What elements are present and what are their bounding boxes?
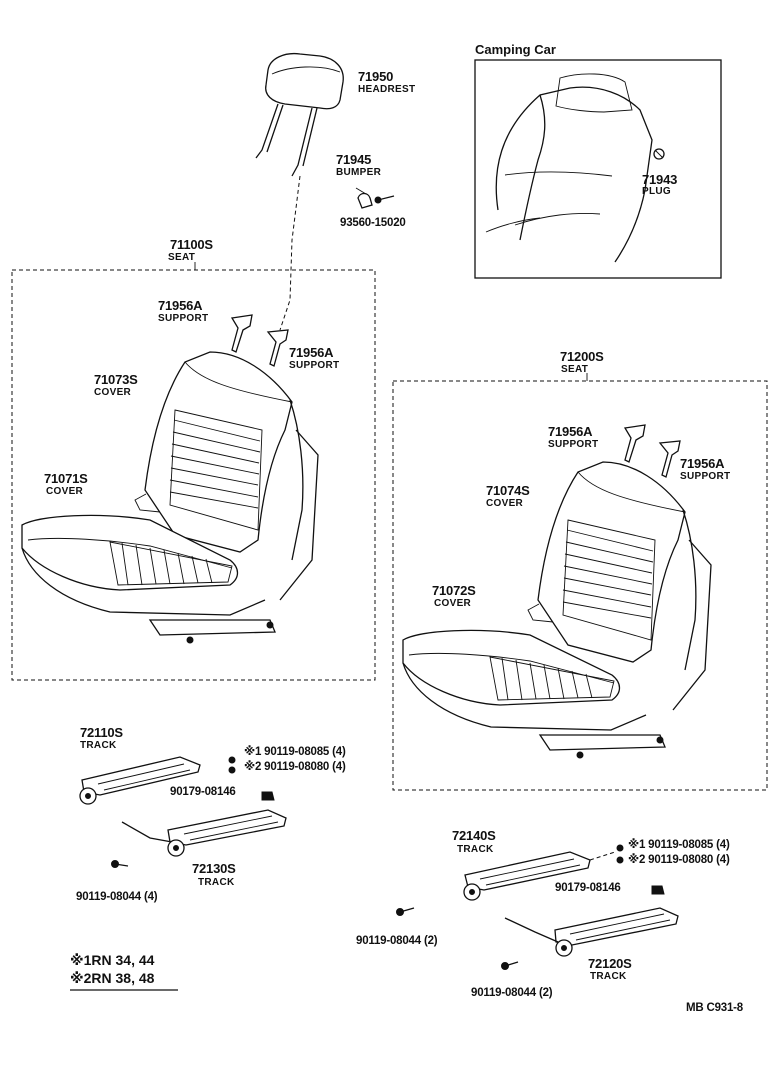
right-back-cover-name: COVER — [486, 498, 524, 509]
right-support-b-number: 71956A — [680, 456, 725, 471]
headrest-part-number: 71950 — [358, 69, 394, 84]
right-seat-number: 71200S — [560, 349, 604, 364]
left-seat-drawing — [21, 314, 319, 644]
right-nut: 90179-08146 — [555, 882, 621, 894]
right-bolt-3: 90119-08044 (2) — [356, 935, 438, 947]
left-bolt-3: 90119-08044 (4) — [76, 891, 158, 903]
bumper-part — [355, 187, 395, 209]
left-nut: 90179-08146 — [170, 786, 236, 798]
right-seat-box — [392, 373, 768, 791]
left-upper-track-number: 72110S — [80, 725, 123, 740]
note-2: ※2RN 38, 48 — [70, 970, 155, 986]
right-upper-track-number: 72140S — [452, 828, 496, 843]
right-upper-track-name: TRACK — [457, 844, 494, 855]
left-cushion-cover-name: COVER — [46, 486, 84, 497]
left-bolt-1: ※1 90119-08085 (4) — [244, 746, 346, 758]
right-bolt-1: ※1 90119-08085 (4) — [628, 839, 730, 851]
left-seat-number: 71100S — [170, 237, 213, 252]
plug-part-name: PLUG — [642, 186, 671, 197]
bumper-screw-number: 93560-15020 — [340, 217, 406, 229]
left-seat-box — [11, 262, 376, 681]
camping-car-inset — [474, 59, 722, 279]
left-support-a-number: 71956A — [158, 298, 203, 313]
right-support-a-number: 71956A — [548, 424, 593, 439]
left-support-a-name: SUPPORT — [158, 313, 209, 324]
right-track-drawing — [396, 844, 679, 970]
left-seat-name: SEAT — [168, 252, 196, 263]
left-back-cover-number: 71073S — [94, 372, 138, 387]
left-support-b-number: 71956A — [289, 345, 334, 360]
left-track-drawing — [79, 756, 287, 868]
right-cushion-cover-number: 71072S — [432, 583, 476, 598]
right-support-b-name: SUPPORT — [680, 471, 731, 482]
right-lower-track-name: TRACK — [590, 971, 627, 982]
right-bolt-4: 90119-08044 (2) — [471, 987, 553, 999]
right-support-a-name: SUPPORT — [548, 439, 599, 450]
note-1: ※1RN 34, 44 — [70, 952, 155, 968]
left-cushion-cover-number: 71071S — [44, 471, 88, 486]
right-cushion-cover-name: COVER — [434, 598, 472, 609]
right-back-cover-number: 71074S — [486, 483, 530, 498]
left-upper-track-name: TRACK — [80, 740, 117, 751]
bumper-part-number: 71945 — [336, 152, 372, 167]
right-lower-track-number: 72120S — [588, 956, 632, 971]
right-seat-drawing — [402, 424, 712, 759]
right-seat-name: SEAT — [561, 364, 589, 375]
left-back-cover-name: COVER — [94, 387, 132, 398]
bumper-part-name: BUMPER — [336, 167, 382, 178]
left-lower-track-number: 72130S — [192, 861, 236, 876]
camping-car-title: Camping Car — [475, 42, 556, 57]
left-support-b-name: SUPPORT — [289, 360, 340, 371]
headrest-part — [255, 52, 344, 331]
left-lower-track-name: TRACK — [198, 877, 235, 888]
right-bolt-2: ※2 90119-08080 (4) — [628, 854, 730, 866]
plug-part-number: 71943 — [642, 172, 678, 187]
headrest-part-name: HEADREST — [358, 84, 416, 95]
footer-code: MB C931-8 — [686, 1002, 743, 1014]
left-bolt-2: ※2 90119-08080 (4) — [244, 761, 346, 773]
